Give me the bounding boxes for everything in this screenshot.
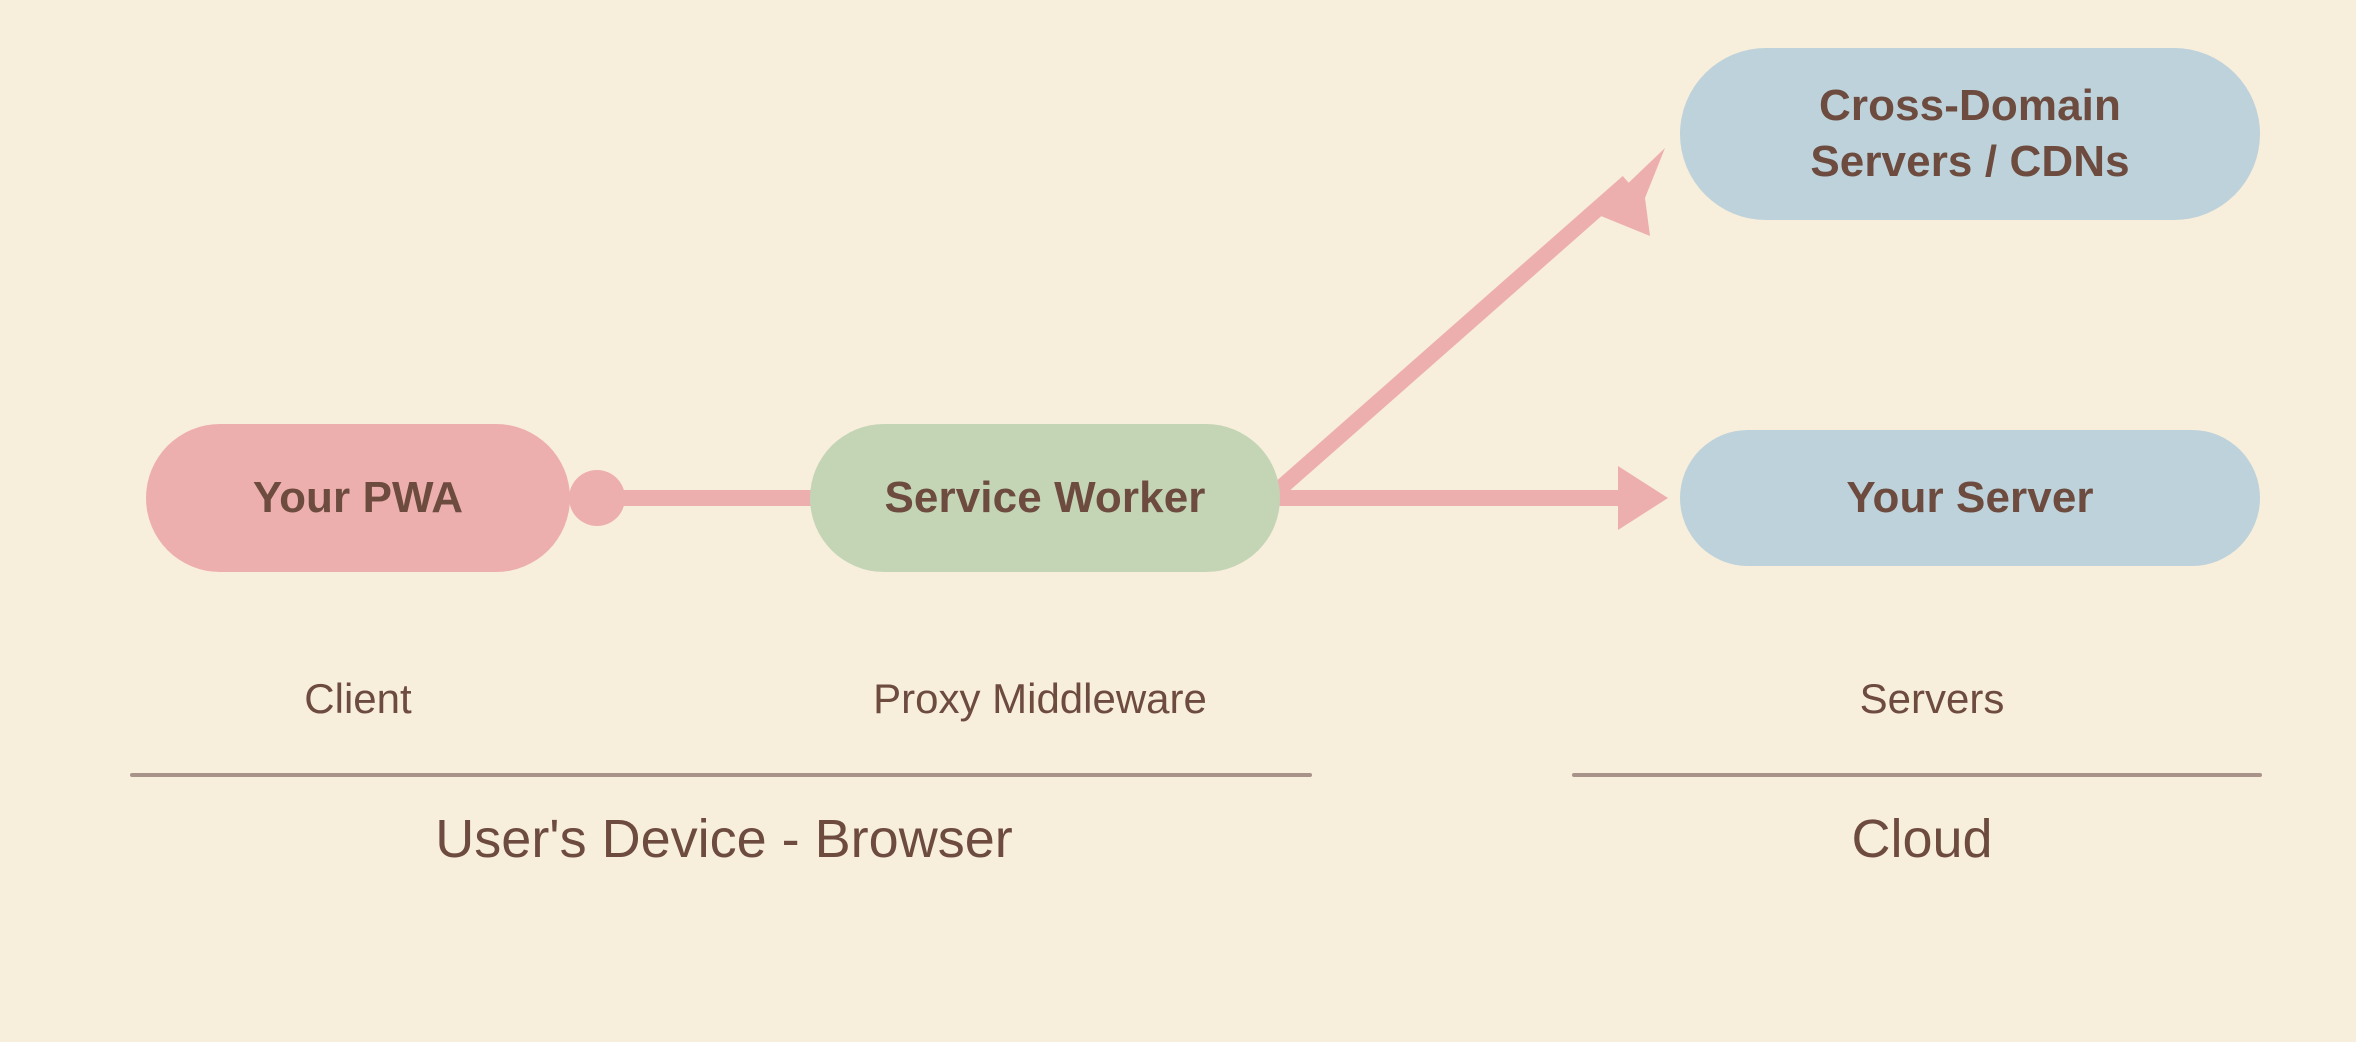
zone-divider-cloud	[1572, 773, 2262, 777]
zone-caption-servers: Servers	[1859, 675, 2005, 722]
node-your-pwa-label: Your PWA	[252, 472, 464, 522]
zone-title-users-device: User's Device - Browser	[435, 809, 1013, 869]
zone-title-cloud: Cloud	[1851, 809, 1993, 869]
arrowhead-icon-cross-domain	[1596, 148, 1665, 236]
zone-divider-device	[130, 773, 1312, 777]
node-your-server-label: Your Server	[1846, 472, 2094, 522]
node-cross-domain-servers[interactable]: Cross-Domain Servers / CDNs	[1680, 48, 2260, 220]
zone-caption-client: Client	[304, 675, 412, 722]
connector-line-sw-cdn	[1270, 175, 1634, 499]
node-your-server[interactable]: Your Server	[1680, 430, 2260, 566]
node-service-worker-label: Service Worker	[884, 472, 1206, 522]
node-service-worker[interactable]: Service Worker	[810, 424, 1280, 572]
edge-pwa-to-service-worker	[569, 470, 815, 526]
edge-service-worker-to-your-server	[1272, 466, 1668, 530]
edge-service-worker-to-cross-domain	[1270, 148, 1665, 499]
arrowhead-icon-your-server	[1618, 466, 1668, 530]
zone-caption-proxy-middleware: Proxy Middleware	[873, 675, 1207, 722]
connector-dot-icon	[569, 470, 625, 526]
node-cross-domain-servers-label: Cross-Domain Servers / CDNs	[1810, 80, 2130, 186]
node-your-pwa[interactable]: Your PWA	[146, 424, 570, 572]
